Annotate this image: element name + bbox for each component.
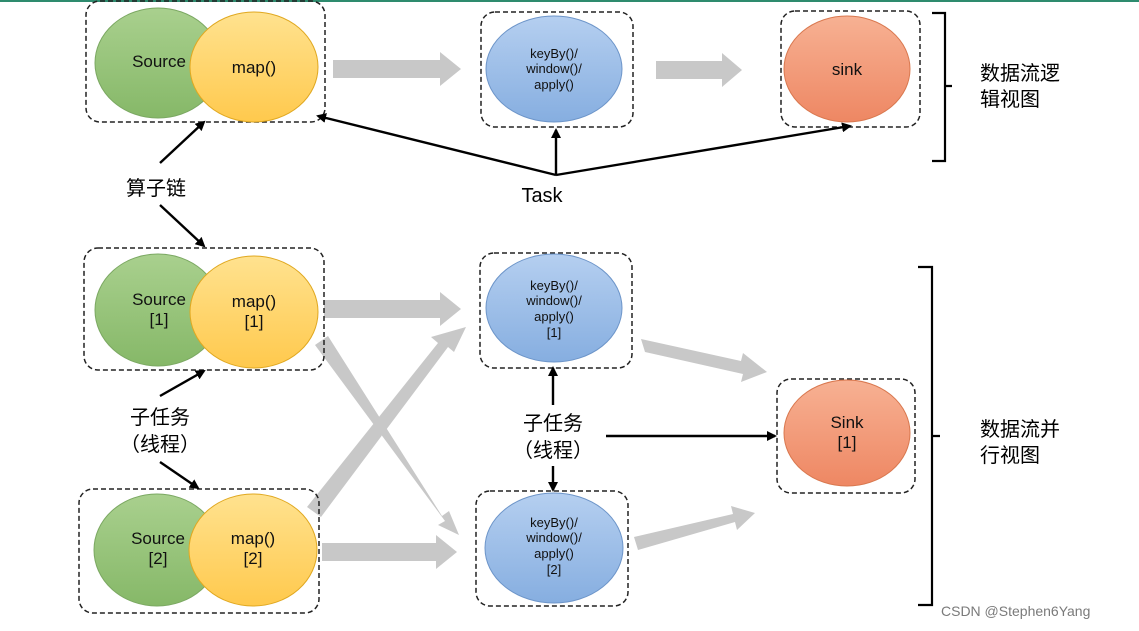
logical-view-label: 数据流逻 辑视图 [980,60,1060,112]
top-accent-rule [0,0,1139,2]
map2-index: [2] [243,549,263,568]
flow-arrow-map1-to-keyby1 [324,292,461,326]
chain-box-parallel-1 [83,247,325,371]
keyby1-line-3: apply() [534,309,574,324]
source1-name: Source [132,289,186,309]
chain-arrow-up [159,120,206,164]
keyby2-line-2: window()/ [526,530,582,546]
map-label-logical: map() [212,56,296,80]
map2-node [188,493,318,607]
flow-arrow-keyby1-to-sink1 [641,339,767,382]
source2-name: Source [131,528,185,548]
flow-arrow-keyby2-to-sink1 [634,506,755,550]
source-text: Source [132,51,186,71]
keyby-box-logical [480,11,634,128]
source1-label: Source [1] [118,287,200,333]
source-label-logical: Source [118,50,200,74]
subtask-left-line2: （线程） [120,432,200,456]
flow-arrow-map2-to-keyby2 [322,535,457,569]
flow-arrow-map2-to-keyby1 [307,327,466,517]
source2-label: Source [2] [117,526,199,572]
keyby-box-parallel-2 [475,490,629,607]
apply-line: apply() [534,76,574,92]
keyby-label-logical: keyBy()/ window()/ apply() [500,40,608,98]
keyby1-node [485,253,623,363]
keyby2-line-1: keyBy()/ [530,514,578,530]
subtask-label-mid: 子任务 （线程） [498,410,608,464]
logical-view-label-line1: 数据流逻 [980,61,1060,85]
task-label: Task [521,185,563,207]
bracket-logical [932,11,952,163]
sink-text: sink [831,59,863,79]
chain-arrow-down [159,204,206,248]
sink-node-logical [783,15,911,123]
map1-name: map() [231,291,277,311]
map-node-logical [189,11,319,123]
keyby1-line-2: window()/ [526,293,582,309]
flow-arrow-map-to-keyby [333,52,461,86]
source2-index: [2] [148,549,168,568]
flow-arrow-map1-to-keyby2 [315,336,459,535]
keyby-node-logical [485,15,623,123]
map1-node [189,255,319,369]
logical-view-label-line2: 辑视图 [980,87,1040,111]
task-arrow-to-chain [316,113,557,177]
map1-label: map() [1] [212,289,296,335]
sink-label-logical: sink [808,58,886,82]
parallel-view-label: 数据流并 行视图 [980,416,1060,468]
keyby2-node [484,492,624,604]
parallel-view-label-line2: 行视图 [980,443,1040,467]
sink1-index: [1] [837,433,857,452]
task-arrow-to-sink [555,122,852,177]
parallel-view-label-line1: 数据流并 [980,417,1060,441]
subtask-left-arrow-down [159,461,200,490]
sink1-name: Sink [830,412,864,432]
keyby2-line-3: apply() [534,546,574,561]
subtask-mid-line1: 子任务 [523,411,583,435]
sink1-label: Sink [1] [808,410,886,456]
map2-label: map() [2] [211,526,295,572]
keyby-line: keyBy()/ [530,45,578,61]
keyby1-line-1: keyBy()/ [530,277,578,293]
keyby1-line-4: [1] [546,324,562,340]
keyby2-line-4: [2] [546,561,562,577]
keyby2-label: keyBy()/ window()/ apply() [2] [500,508,608,584]
watermark: CSDN @Stephen6Yang [941,603,1091,619]
bracket-parallel [918,265,940,607]
keyby1-label: keyBy()/ window()/ apply() [1] [500,271,608,347]
sink1-node [783,379,911,487]
subtask-label-left: 子任务 （线程） [105,404,215,458]
chain-box-logical [85,0,326,123]
window-line: window()/ [526,61,582,77]
subtask-left-arrow-up [159,369,206,398]
map1-index: [1] [244,312,264,331]
subtask-mid-line2: （线程） [513,438,593,462]
subtask-left-line1: 子任务 [130,405,190,429]
source1-index: [1] [149,310,169,329]
flow-arrow-keyby-to-sink [656,53,742,87]
map-text: map() [231,57,277,77]
map2-name: map() [230,528,276,548]
chain-label: 算子链 [126,176,186,200]
